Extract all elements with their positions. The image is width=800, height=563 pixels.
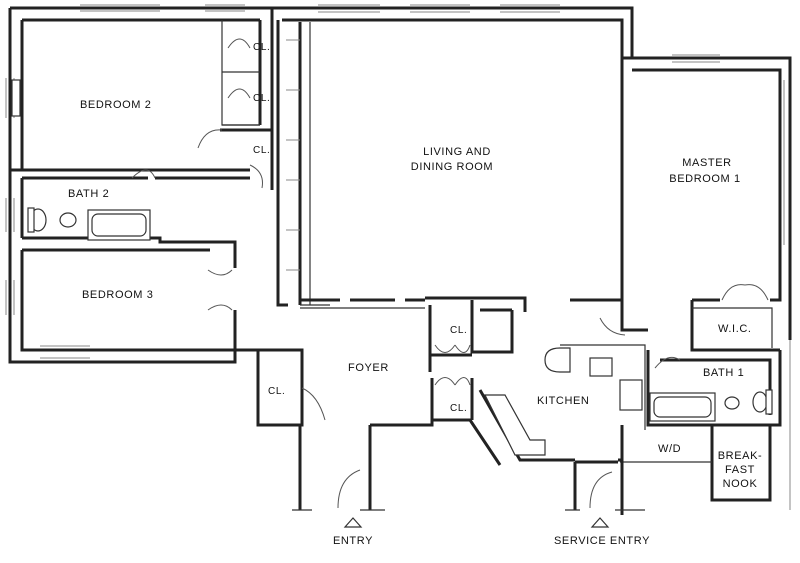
label-living-line-2: DINING ROOM [411,161,493,173]
entry-arrow-icon [343,517,363,528]
label-closet-center-bottom: CL. [450,403,467,414]
label-nook-line-2: FAST [725,464,755,476]
label-foyer: FOYER [348,362,389,374]
label-closet-foyer: CL. [268,386,285,397]
entry-markers [343,517,610,528]
label-nook-line-1: BREAK- [718,450,763,462]
door-swings [131,38,769,509]
label-wd: W/D [658,443,681,455]
label-bedroom-3: BEDROOM 3 [82,289,153,301]
service-entry-arrow-icon [590,517,610,528]
label-bath-1: BATH 1 [703,367,744,379]
label-nook-line-3: NOOK [723,478,758,490]
label-master-line-2: BEDROOM 1 [669,173,740,185]
walls [5,4,792,515]
label-wic: W.I.C. [718,323,752,335]
label-closet-1: CL. [253,42,270,53]
label-bath-2: BATH 2 [68,188,109,200]
label-closet-2: CL. [253,93,270,104]
label-living-line-1: LIVING AND [423,146,491,158]
label-bedroom-2: BEDROOM 2 [80,99,151,111]
label-closet-center-top: CL. [450,325,467,336]
fixtures [11,79,773,422]
entry-labels: ENTRY SERVICE ENTRY [333,535,650,547]
label-kitchen: KITCHEN [537,395,589,407]
label-closet-3: CL. [253,145,270,156]
label-entry: ENTRY [333,535,373,547]
label-service-entry: SERVICE ENTRY [554,535,650,547]
label-master-line-1: MASTER [682,157,731,169]
room-labels: BEDROOM 2 CL. CL. CL. BATH 2 BEDROOM 3 L… [68,42,762,490]
